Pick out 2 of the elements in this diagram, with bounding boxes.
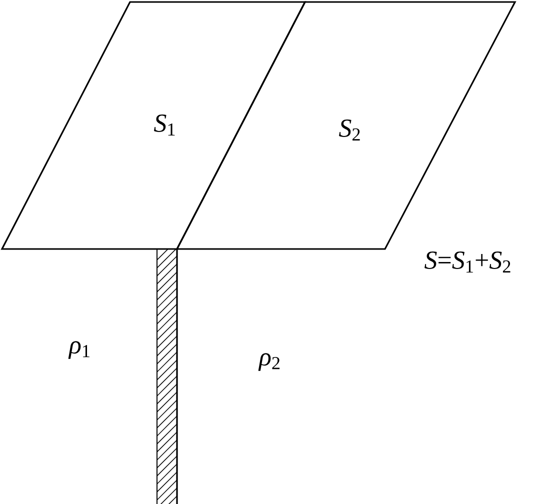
region-label: ρ$_{2}$ <box>258 353 280 371</box>
region-label: ρ$_{1}$ <box>68 341 90 359</box>
